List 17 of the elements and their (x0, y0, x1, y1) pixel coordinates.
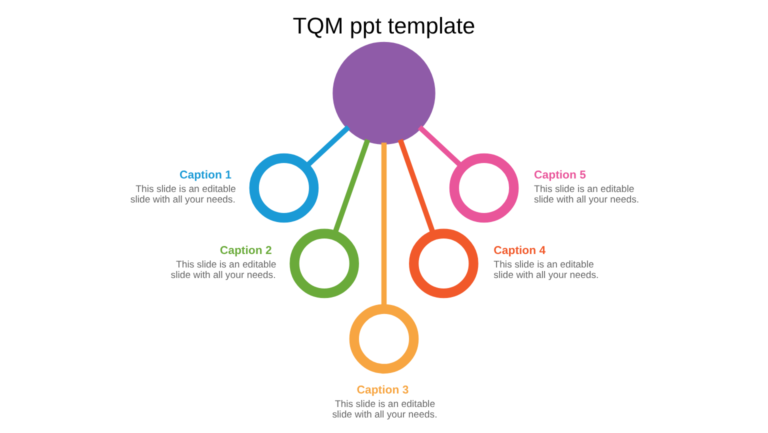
node-circle (290, 228, 359, 298)
node-label: Caption 4 (494, 245, 546, 258)
node-label: Caption 3 (356, 384, 409, 397)
node-label: This slide is an editable slide with all your needs. (130, 184, 236, 206)
node-label: Caption 5 (534, 170, 586, 182)
node-circle (409, 228, 478, 298)
node-circle (449, 153, 519, 223)
node-label: This slide is an editable slide with all your needs. (170, 260, 276, 282)
node-label: This slide is an editable slide with all your needs. (332, 399, 438, 421)
node-label: Caption 1 (180, 170, 232, 182)
node-label: This slide is an editable slide with all your needs. (494, 260, 599, 282)
node-label: This slide is an editable slide with all your needs. (534, 184, 640, 206)
node-label: Caption 2 (220, 245, 272, 258)
diagram-title: TQM ppt template (292, 12, 476, 38)
node-circle (349, 304, 419, 374)
node-circle (249, 153, 319, 223)
node-circle (332, 42, 436, 145)
